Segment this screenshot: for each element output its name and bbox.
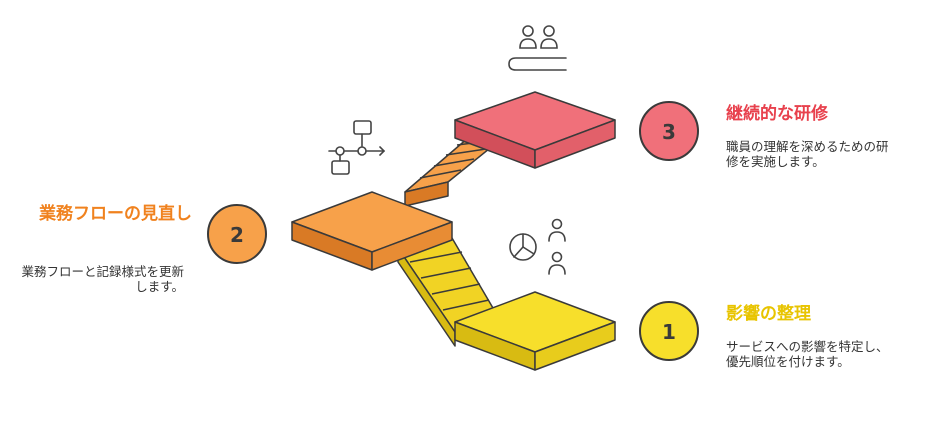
badge-3-number: 3 [662,120,676,144]
platform-1 [454,291,616,371]
badge-1: 1 [639,301,699,361]
badge-2-number: 2 [230,223,244,247]
step-1-description: サービスへの影響を特定し、優先順位を付けます。 [726,339,889,369]
step-3-title: 継続的な研修 [726,104,828,124]
step-2-title: 業務フローの見直し [39,204,192,224]
platform-2 [291,191,453,271]
training-people-icon [508,25,567,71]
badge-2: 2 [207,204,267,264]
flowchart-icon [328,120,386,175]
platform-3 [454,91,616,169]
pie-chart-people-icon [509,218,566,275]
step-3-description: 職員の理解を深めるための研修を実施します。 [726,139,889,169]
step-2-description: 業務フローと記録様式を更新します。 [21,264,184,294]
badge-3: 3 [639,101,699,161]
badge-1-number: 1 [662,320,676,344]
step-1-title: 影響の整理 [726,304,811,324]
